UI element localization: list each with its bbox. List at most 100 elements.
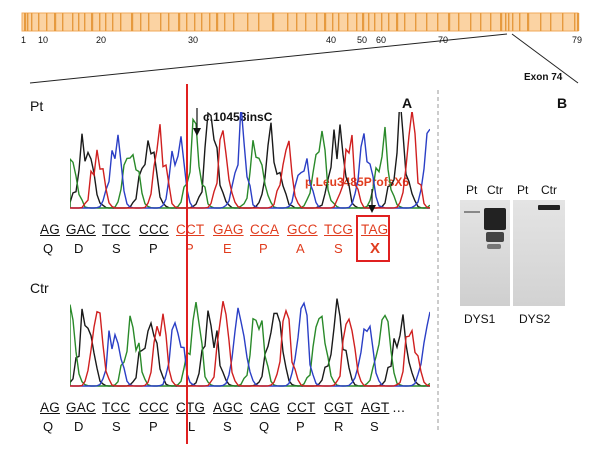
- exon-tick: [99, 13, 101, 31]
- exon-tick: [574, 13, 576, 31]
- western-blot-dys1: [460, 200, 510, 306]
- insertion-site-line: [186, 84, 188, 444]
- tick-label-30: 30: [188, 35, 199, 45]
- control-sequence: AG GAC TCC CCC CTG AGC CAG CCT CGT AGT …: [40, 400, 420, 418]
- ctr-aa-9: R: [334, 419, 344, 434]
- pt-codon-3: TCC: [102, 222, 131, 237]
- stop-codon-arrow: [368, 189, 376, 213]
- exon-tick: [374, 13, 376, 31]
- blot1-label: DYS1: [464, 312, 496, 326]
- ctr-codon-10: AGT: [361, 400, 390, 415]
- mutation-label: c.10453insC: [203, 110, 273, 124]
- blot2-label: DYS2: [519, 312, 551, 326]
- tick-label-60: 60: [376, 35, 387, 45]
- ctr-aa-1: Q: [43, 419, 54, 434]
- exon-tick: [78, 13, 80, 31]
- tick-label-20: 20: [96, 35, 107, 45]
- ctr-codon-7: CAG: [250, 400, 280, 415]
- ctr-codon-9: CGT: [324, 400, 354, 415]
- exon-tick: [27, 13, 29, 31]
- exon-tick: [216, 13, 219, 31]
- exon-tick: [131, 13, 134, 31]
- tick-label-50: 50: [357, 35, 368, 45]
- pt-aa-3: S: [112, 241, 121, 256]
- exon-tick: [140, 13, 142, 31]
- exon-tick: [527, 13, 530, 31]
- pt-aa-2: D: [74, 241, 84, 256]
- exon-tick: [490, 13, 492, 31]
- exon-tick: [258, 13, 260, 31]
- exon-tick: [287, 13, 289, 31]
- exon-tick: [388, 13, 390, 31]
- exon-tick: [120, 13, 122, 31]
- exon-tick: [381, 13, 383, 31]
- chromatogram-trace: [70, 301, 430, 387]
- ctr-aa-6: S: [223, 419, 232, 434]
- ctr-codon-6: AGC: [213, 400, 243, 415]
- control-amino-acids: Q D S P L S Q P R S: [40, 419, 400, 437]
- blot1-lane-ctr: Ctr: [487, 183, 503, 197]
- pt-aa-4: P: [149, 241, 158, 256]
- exon-ticks: [24, 13, 580, 31]
- ctr-aa-2: D: [74, 419, 84, 434]
- exon-tick: [368, 13, 370, 31]
- western-blot-dys2: [513, 200, 565, 306]
- exon-tick: [540, 13, 542, 31]
- exon-tick: [415, 13, 417, 31]
- exon-tick: [316, 13, 318, 31]
- tick-label-10: 10: [38, 35, 49, 45]
- pt-codon-9: TCG: [324, 222, 354, 237]
- exon-tick: [470, 13, 472, 31]
- ctr-codon-4: CCC: [139, 400, 169, 415]
- tick-label-70: 70: [438, 35, 449, 45]
- exon-tick: [356, 13, 358, 31]
- pt-codon-1: AG: [40, 222, 60, 237]
- exon-tick: [577, 13, 580, 31]
- ctr-aa-8: P: [296, 419, 305, 434]
- exon-tick: [448, 13, 451, 31]
- chromatogram-trace: [70, 112, 430, 209]
- exon-tick: [224, 13, 226, 31]
- exon-74-label: Exon 74: [524, 72, 563, 83]
- exon-tick: [31, 13, 33, 31]
- exon-tick: [24, 13, 27, 31]
- ctr-codon-1: AG: [40, 400, 60, 415]
- ctr-aa-4: P: [149, 419, 158, 434]
- tick-label-40: 40: [326, 35, 337, 45]
- exon-tick: [362, 13, 365, 31]
- exon-tick: [46, 13, 48, 31]
- dys1-pt-band: [464, 211, 480, 213]
- exon-tick: [148, 13, 150, 31]
- pt-aa-7: P: [259, 241, 268, 256]
- pt-codon-6: GAG: [213, 222, 244, 237]
- tick-label-1: 1: [21, 35, 27, 45]
- pt-codon-10: TAG: [361, 222, 389, 237]
- control-chromatogram: [70, 298, 430, 387]
- ctr-aa-5: L: [188, 419, 196, 434]
- pt-label: Pt: [30, 98, 44, 114]
- chromatogram-trace: [70, 301, 430, 387]
- zoom-line-right: [511, 33, 579, 84]
- blot2-lane-ctr: Ctr: [541, 183, 557, 197]
- exon-tick: [562, 13, 564, 31]
- exon-tick: [186, 13, 188, 31]
- exon-tick: [500, 13, 503, 31]
- exon-tick: [396, 13, 399, 31]
- exon-tick: [168, 13, 170, 31]
- exon-tick: [519, 13, 521, 31]
- exon-tick: [550, 13, 552, 31]
- exon-tick: [512, 13, 514, 31]
- ctr-label: Ctr: [30, 280, 49, 296]
- exon-tick: [404, 13, 406, 31]
- blot1-lane-pt: Pt: [466, 183, 478, 197]
- patient-amino-acids: Q D S P P E P A S X: [40, 240, 400, 259]
- exon-tick: [505, 13, 507, 31]
- stop-codon-box: [356, 215, 390, 262]
- chromatogram-trace: [70, 117, 430, 209]
- exon-tick: [201, 13, 203, 31]
- ctr-codon-8: CCT: [287, 400, 316, 415]
- pt-codon-5: CCT: [176, 222, 205, 237]
- exon-tick: [38, 13, 40, 31]
- exon-tick: [160, 13, 162, 31]
- ctr-codon-5: CTG: [176, 400, 206, 415]
